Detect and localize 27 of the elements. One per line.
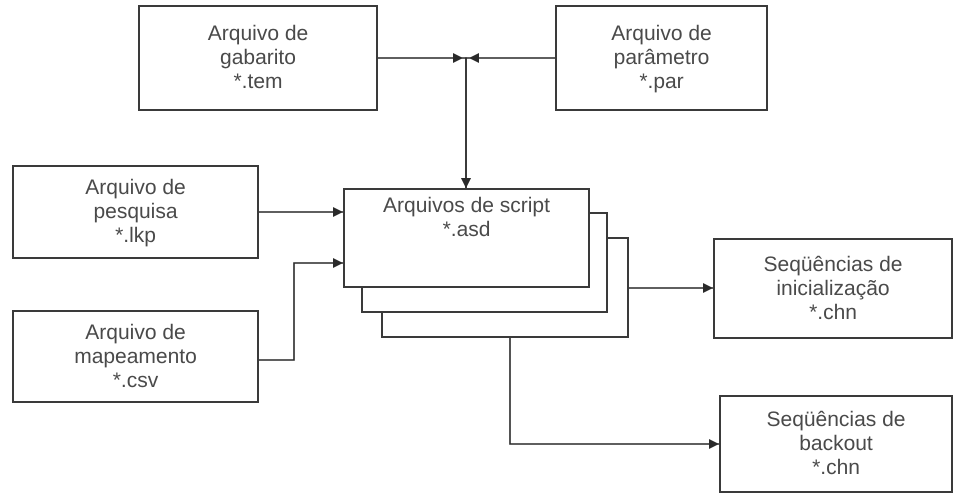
arrow: [259, 258, 343, 361]
file-type-label: Arquivo de pesquisa: [84, 176, 187, 224]
arrow: [509, 338, 719, 449]
file-extension: *.lkp: [115, 224, 156, 248]
file-box: [12, 165, 259, 259]
file-box: [12, 310, 259, 403]
file-extension: *.tem: [233, 70, 282, 94]
file-extension: *.chn: [812, 456, 860, 480]
file-extension: *.par: [639, 70, 684, 94]
file-extension: *.asd: [442, 218, 490, 242]
arrow: [461, 53, 555, 188]
arrow: [259, 207, 343, 217]
file-type-label: Seqüências de inicialização: [762, 252, 904, 300]
file-type-label: Seqüências de backout: [766, 408, 906, 456]
file-box: [719, 395, 953, 493]
file-extension: *.chn: [809, 300, 857, 324]
file-type-label: Arquivo de gabarito: [206, 22, 310, 70]
file-box: [343, 188, 590, 288]
stacked-page: [381, 237, 629, 338]
file-box: [555, 5, 768, 111]
file-extension: *.csv: [112, 368, 158, 392]
file-type-label: Arquivo de parâmetro: [610, 22, 713, 70]
file-type-label: Arquivos de script: [383, 194, 550, 218]
file-box: [138, 5, 378, 111]
file-type-label: Arquivo de mapeamento: [73, 320, 198, 368]
file-box: [713, 238, 953, 339]
arrow: [629, 283, 713, 293]
